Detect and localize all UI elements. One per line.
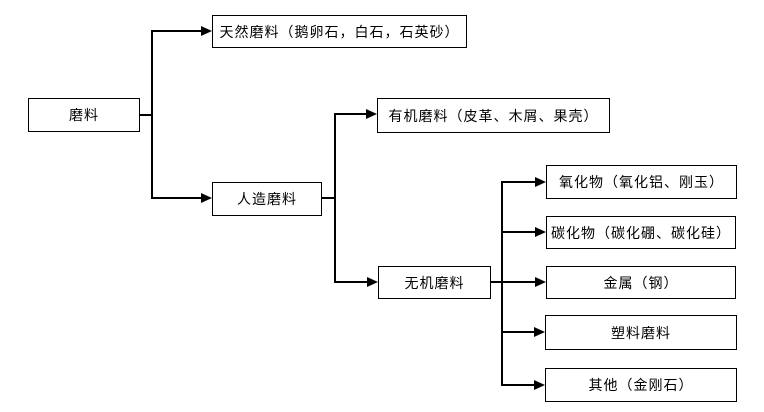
node-abrasive: 磨料 [28, 98, 140, 132]
arrowhead-to-plastic [534, 327, 545, 337]
arrowhead-to-oxide [535, 177, 546, 187]
node-inorganic-abrasive: 无机磨料 [378, 266, 491, 299]
node-organic-abrasive: 有机磨料（皮革、木屑、果壳） [377, 98, 610, 133]
connector-trunk-1 [151, 30, 153, 199]
connector-to-inorganic [334, 281, 368, 283]
node-artificial-abrasive: 人造磨料 [212, 182, 322, 216]
connector-to-plastic [501, 331, 535, 333]
arrowhead-to-artificial [201, 193, 212, 203]
node-metal: 金属（钢） [546, 266, 736, 299]
connector-to-metal [490, 281, 536, 283]
connector-artificial-stub [321, 197, 336, 199]
arrowhead-to-natural [201, 26, 212, 36]
arrowhead-to-metal [535, 277, 546, 287]
connector-to-organic [334, 113, 367, 115]
arrowhead-to-organic [366, 109, 377, 119]
node-natural-abrasive: 天然磨料（鹅卵石，白石，石英砂） [212, 15, 467, 48]
connector-to-carbide [501, 231, 536, 233]
arrowhead-to-other [534, 380, 545, 390]
arrowhead-to-inorganic [367, 277, 378, 287]
connector-to-natural [151, 30, 202, 32]
node-carbide: 碳化物（碳化硼、碳化硅） [546, 216, 736, 249]
node-oxide: 氧化物（氧化铝、刚玉） [546, 165, 737, 199]
connector-to-artificial [151, 197, 202, 199]
connector-trunk-2 [334, 113, 336, 283]
node-plastic-abrasive: 塑料磨料 [545, 315, 737, 350]
connector-trunk-3 [501, 181, 503, 386]
connector-to-other [501, 384, 535, 386]
connector-root-stub [139, 114, 153, 116]
node-other: 其他（金刚石） [545, 368, 737, 402]
arrowhead-to-carbide [535, 227, 546, 237]
connector-to-oxide [501, 181, 536, 183]
